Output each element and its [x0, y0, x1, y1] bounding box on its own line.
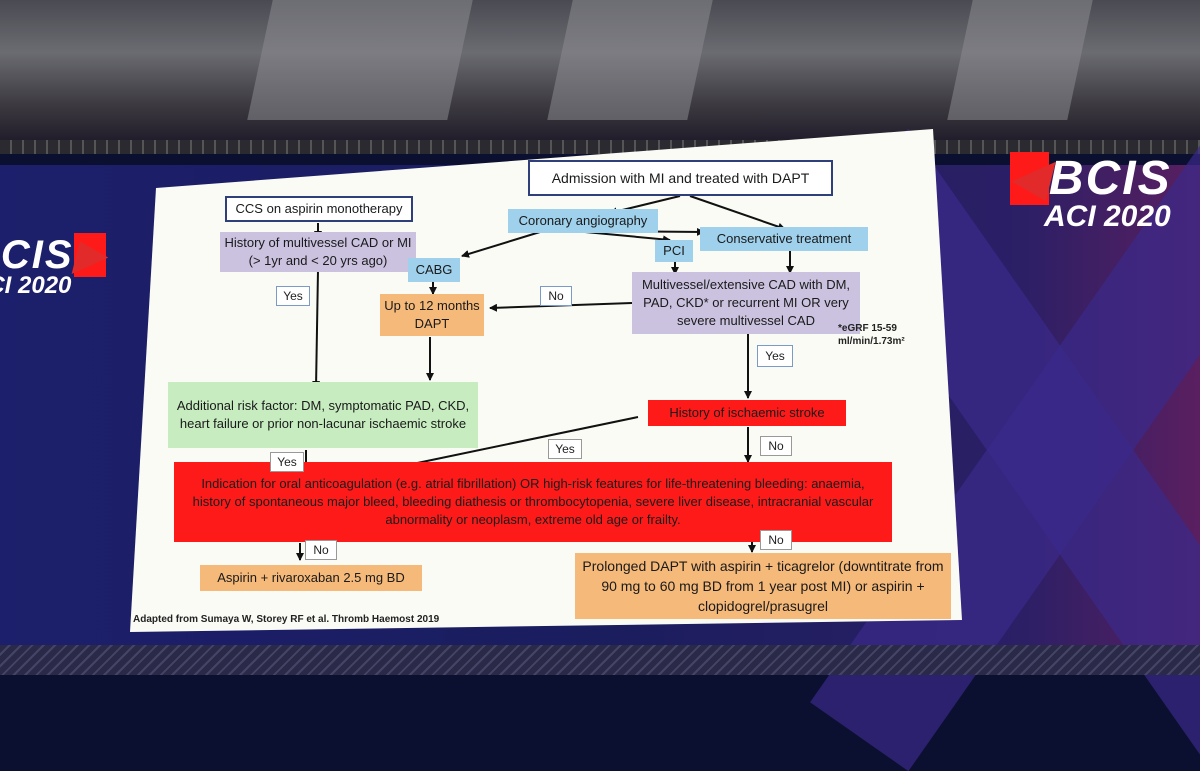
floor-truss: [0, 645, 1200, 675]
egfr-footnote: *eGRF 15-59 ml/min/1.73m²: [838, 323, 905, 347]
label-yes-risk-factor: Yes: [270, 452, 304, 472]
node-aspirin-rivaroxaban: Aspirin + rivaroxaban 2.5 mg BD: [200, 565, 422, 591]
node-coronary-angiography: Coronary angiography: [508, 209, 658, 233]
event-logo-right: ◀BCIS ACI 2020: [1010, 152, 1172, 233]
label-no-indication-left: No: [305, 540, 337, 560]
node-admission-mi-dapt: Admission with MI and treated with DAPT: [528, 160, 833, 196]
label-no-stroke: No: [760, 436, 792, 456]
ceiling-panel: [247, 0, 473, 120]
arrow-history-to-risk: [312, 269, 321, 389]
label-yes-multivessel: Yes: [757, 345, 793, 367]
node-conservative-treatment: Conservative treatment: [700, 227, 868, 251]
ceiling: [0, 0, 1200, 150]
node-history-ischaemic-stroke: History of ischaemic stroke: [648, 400, 846, 426]
arrow-angiography-to-cabg: [461, 231, 541, 258]
citation: Adapted from Sumaya W, Storey RF et al. …: [133, 614, 440, 625]
node-up-to-12-months-dapt: Up to 12 months DAPT: [380, 294, 484, 336]
label-yes-stroke: Yes: [548, 439, 582, 459]
node-history-multivessel-cad: History of multivessel CAD or MI (> 1yr …: [220, 232, 416, 272]
label-no-indication-right: No: [760, 530, 792, 550]
logo-event-text: ACI 2020: [1044, 200, 1171, 233]
node-indication-oral-anticoagulation: Indication for oral anticoagulation (e.g…: [174, 462, 892, 542]
label-no-multivessel: No: [540, 286, 572, 306]
node-ccs-aspirin-monotherapy: CCS on aspirin monotherapy: [225, 196, 413, 222]
ceiling-panel: [947, 0, 1093, 120]
arrow-admission-to-conservative: [689, 195, 786, 231]
ceiling-panel: [547, 0, 713, 120]
logo-bcis-text: BCIS: [1048, 152, 1172, 205]
presentation-slide: CCS on aspirin monotherapy Admission wit…: [130, 129, 962, 632]
node-prolonged-dapt: Prolonged DAPT with aspirin + ticagrelor…: [575, 553, 951, 619]
node-additional-risk-factor: Additional risk factor: DM, symptomatic …: [168, 382, 478, 448]
arrow-angiography-to-pci: [584, 231, 671, 244]
label-yes-history: Yes: [276, 286, 310, 306]
node-cabg: CABG: [408, 258, 460, 282]
node-multivessel-extensive-cad: Multivessel/extensive CAD with DM, PAD, …: [632, 272, 860, 334]
event-logo-left: BCIS▶ ACI 2020: [0, 232, 107, 300]
logo-event-text: ACI 2020: [0, 272, 72, 299]
node-pci: PCI: [655, 240, 693, 262]
logo-bcis-text: BCIS: [0, 233, 74, 277]
